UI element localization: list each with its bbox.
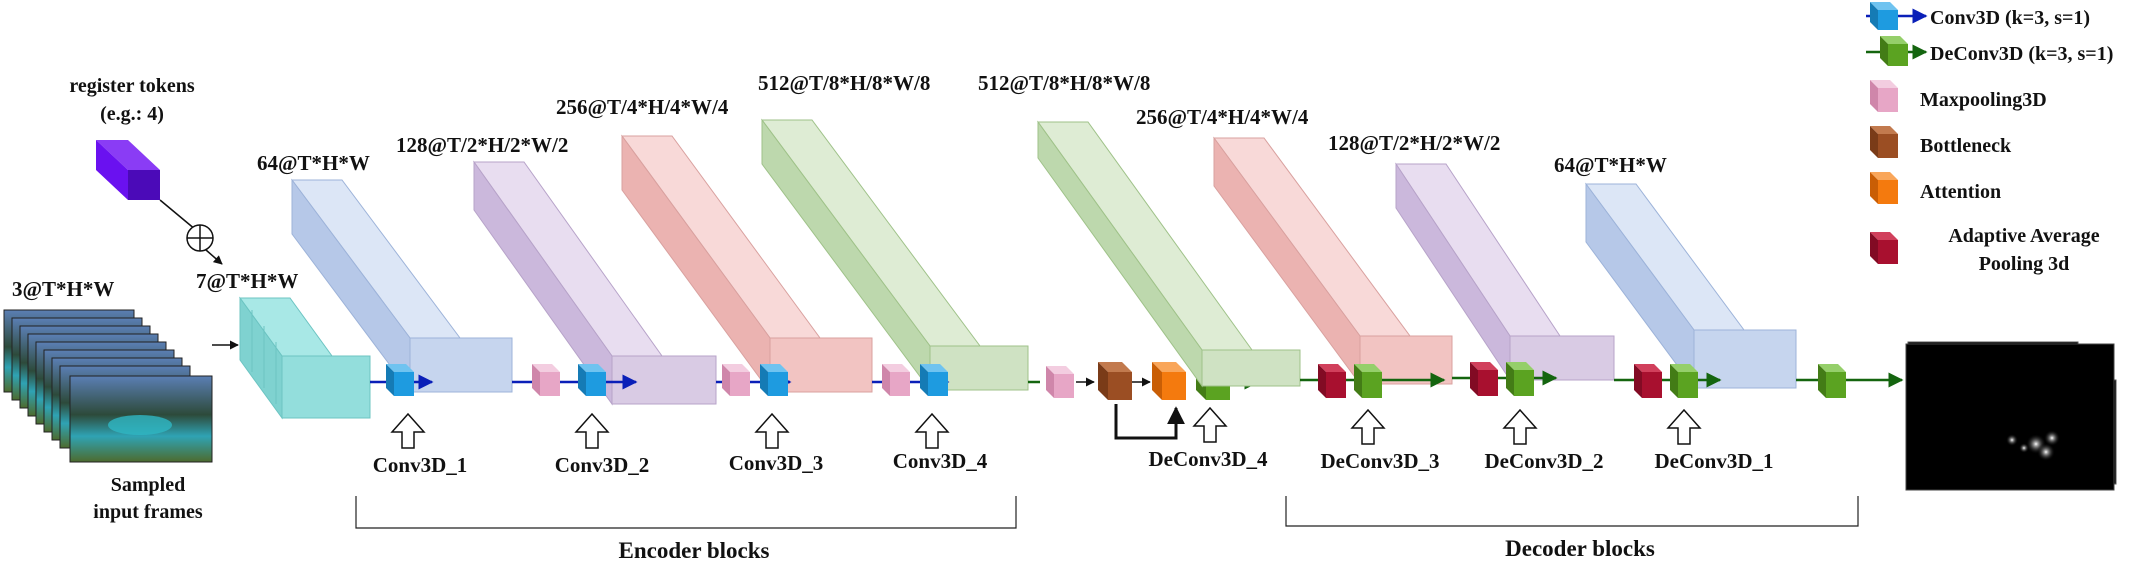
- deconv-label-1: DeConv3D_1: [1655, 449, 1774, 473]
- legend-item-bottleneck: Bottleneck: [1870, 126, 2012, 158]
- legend-label-bottleneck: Bottleneck: [1920, 135, 2012, 157]
- hollow-arrow-conv-4: [914, 412, 950, 449]
- legend-label-attention: Attention: [1920, 181, 2001, 203]
- attention-cube: [1152, 362, 1186, 400]
- maxpool-cube-2: [722, 364, 750, 396]
- legend-item-adaptive-pool: Adaptive Average Pooling 3d: [1870, 225, 2100, 275]
- legend-item-conv3d: Conv3D (k=3, s=1): [1866, 2, 2090, 30]
- legend: Conv3D (k=3, s=1) DeConv3D (k=3, s=1) Ma…: [1866, 2, 2113, 275]
- deconv-label-2: DeConv3D_2: [1485, 449, 1604, 473]
- register-title-line1: register tokens: [69, 75, 195, 97]
- legend-item-deconv3d: DeConv3D (k=3, s=1): [1866, 36, 2113, 66]
- encoder-block-3-dims: 256@T/4*H/4*W/4: [556, 95, 729, 119]
- concat-dims-label: 7@T*H*W: [196, 269, 298, 293]
- conv3d-cube-2: [578, 364, 606, 396]
- concat-input-block: [239, 296, 371, 420]
- conv-label-4: Conv3D_4: [893, 449, 988, 473]
- conv-label-1: Conv3D_1: [373, 453, 468, 477]
- hollow-arrow-deconv-4: [1192, 406, 1228, 443]
- decoder-block-1: [1585, 182, 1797, 390]
- legend-label-adaptive-pool-line2: Pooling 3d: [1979, 253, 2070, 275]
- hollow-arrow-deconv-2: [1502, 408, 1538, 445]
- legend-item-maxpooling: Maxpooling3D: [1870, 80, 2047, 112]
- register-token-cube: [96, 140, 160, 200]
- hollow-arrow-conv-3: [754, 412, 790, 449]
- decoder-block-4-dims: 512@T/8*H/8*W/8: [978, 71, 1150, 95]
- encoder-block-4-dims: 512@T/8*H/8*W/8: [758, 71, 930, 95]
- decoder-block-3-dims: 256@T/4*H/4*W/4: [1136, 105, 1309, 129]
- adaptive-pool-cube-2: [1470, 362, 1498, 396]
- deconv3d-output-cube: [1818, 364, 1846, 398]
- conv3d-cube-1: [386, 364, 414, 396]
- conv-label-3: Conv3D_3: [729, 451, 824, 475]
- legend-label-adaptive-pool-line1: Adaptive Average: [1948, 225, 2099, 247]
- deconv-label-3: DeConv3D_3: [1321, 449, 1440, 473]
- maxpool-cube-3: [882, 364, 910, 396]
- legend-label-maxpooling: Maxpooling3D: [1920, 89, 2047, 111]
- maxpool-cube-4: [1046, 366, 1074, 398]
- decoder-block-2: [1395, 162, 1615, 382]
- conv3d-cube-3: [760, 364, 788, 396]
- decoder-block-2-dims: 128@T/2*H/2*W/2: [1328, 131, 1500, 155]
- encoder-block-3: [621, 134, 873, 394]
- register-title-line2: (e.g.: 4): [100, 103, 164, 125]
- input-frames-stack: [3, 309, 213, 463]
- output-heatmap-stack: [1905, 341, 2117, 491]
- hollow-arrow-conv-1: [390, 412, 426, 449]
- input-caption-line1: Sampled: [111, 474, 185, 496]
- concat-arrow: [205, 249, 223, 265]
- adaptive-pool-cube-1: [1634, 364, 1662, 398]
- bottleneck-cube: [1098, 362, 1132, 400]
- encoder-block-1-dims: 64@T*H*W: [257, 151, 370, 175]
- conv3d-cube-4: [920, 364, 948, 396]
- encoder-block-2-dims: 128@T/2*H/2*W/2: [396, 133, 568, 157]
- input-caption-line2: input frames: [93, 501, 203, 523]
- adaptive-pool-cube-3: [1318, 364, 1346, 398]
- input-dims-label: 3@T*H*W: [12, 277, 114, 301]
- conv-label-2: Conv3D_2: [555, 453, 650, 477]
- hollow-arrow-deconv-3: [1350, 408, 1386, 445]
- legend-label-deconv3d: DeConv3D (k=3, s=1): [1930, 43, 2113, 65]
- maxpool-cube-1: [532, 364, 560, 396]
- decoder-group-label: Decoder blocks: [1505, 536, 1655, 561]
- decoder-block-1-dims: 64@T*H*W: [1554, 153, 1667, 177]
- encoder-block-4: [761, 118, 1029, 392]
- decoder-block-3: [1213, 136, 1453, 386]
- encoder-group-label: Encoder blocks: [618, 538, 769, 563]
- hollow-arrow-deconv-1: [1666, 408, 1702, 445]
- legend-label-conv3d: Conv3D (k=3, s=1): [1930, 7, 2090, 29]
- deconv-label-4: DeConv3D_4: [1149, 447, 1268, 471]
- concat-symbol: [186, 224, 214, 252]
- deconv3d-cube-2: [1506, 362, 1534, 396]
- decoder-block-4: [1037, 120, 1301, 388]
- hollow-arrow-conv-2: [574, 412, 610, 449]
- legend-item-attention: Attention: [1870, 172, 2001, 204]
- encoder-brace: [355, 496, 1017, 529]
- skip-arrow: [1114, 404, 1185, 440]
- encoder-block-2: [473, 160, 717, 406]
- decoder-brace: [1285, 496, 1859, 527]
- deconv3d-cube-3: [1354, 364, 1382, 398]
- deconv3d-cube-1: [1670, 364, 1698, 398]
- register-to-concat-line: [159, 199, 197, 231]
